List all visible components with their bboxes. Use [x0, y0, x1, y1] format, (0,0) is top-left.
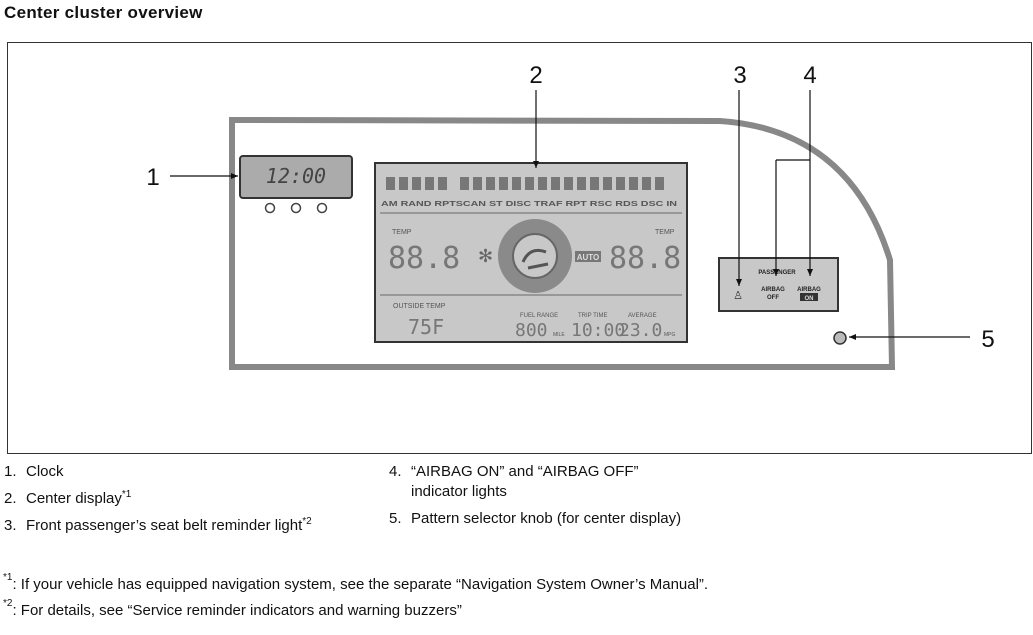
legend-right: 4. “AIRBAG ON” and “AIRBAG OFF” indicato… [389, 462, 689, 529]
legend-text: Center display [26, 490, 122, 507]
clock-time: 12:00 [266, 164, 326, 188]
outside-temp-label: OUTSIDE TEMP [393, 303, 446, 310]
fuel-range-label: FUEL RANGE [520, 313, 558, 319]
legend-text: Clock [26, 463, 64, 480]
passenger-label: PASSENGER [758, 270, 796, 276]
legend-item-knob: 5. Pattern selector knob (for center dis… [389, 509, 689, 529]
temp-right-value: 88.8 [609, 241, 681, 276]
airflow-seat-icon [521, 248, 549, 270]
temp-right-label: TEMP [655, 229, 675, 236]
legend-item-airbag-lights: 4. “AIRBAG ON” and “AIRBAG OFF” indicato… [389, 462, 689, 502]
airbag-off-line1: AIRBAG [761, 287, 785, 293]
legend-text: “AIRBAG ON” and “AIRBAG OFF” indicator l… [411, 463, 639, 500]
legend-number: 3. [4, 517, 17, 534]
legend-number: 5. [389, 510, 402, 527]
footnote-text: : For details, see “Service reminder ind… [12, 602, 462, 619]
clock-button-set [316, 202, 328, 214]
auto-label: AUTO [577, 253, 600, 262]
legend-item-center-display: 2. Center display*1 [4, 489, 339, 509]
lcd-mode-row: AM RAND RPTSCAN ST DISC TRAF RPT RSC RDS… [381, 201, 677, 208]
callout-5: 5 [981, 326, 994, 353]
footnote-ref: *2 [302, 516, 312, 527]
legend-item-seatbelt-light: 3. Front passenger’s seat belt reminder … [4, 516, 339, 536]
footnote-ref: *1 [121, 489, 132, 500]
callout-3: 3 [733, 62, 746, 89]
temp-left-value: 88.8 [388, 241, 460, 276]
clock-button-m [290, 202, 302, 214]
callout-4: 4 [803, 62, 816, 89]
average-unit: MPG [664, 332, 676, 338]
footnote-2: *2: For details, see “Service reminder i… [3, 598, 462, 619]
airbag-off-line2: OFF [767, 295, 779, 301]
legend-number: 2. [4, 490, 17, 507]
trip-time-value: 10:00 [571, 320, 625, 341]
fuel-range-unit: MILE [553, 332, 565, 338]
page-title: Center cluster overview [4, 3, 203, 22]
auto-badge [575, 251, 601, 262]
callout-1: 1 [146, 164, 159, 191]
airbag-on-line1: AIRBAG [797, 287, 821, 293]
seatbelt-reminder-icon: ♙ [733, 290, 743, 302]
footnote-mark: *1 [3, 572, 13, 583]
legend-left: 1. Clock 2. Center display*1 3. Front pa… [4, 462, 339, 536]
lcd-segment-row [386, 177, 664, 190]
fuel-range-value: 800 [515, 320, 548, 341]
legend-number: 4. [389, 463, 402, 480]
legend-number: 1. [4, 463, 17, 480]
trip-time-label: TRIP TIME [578, 313, 607, 319]
footnote-mark: *2 [3, 598, 13, 609]
legend-text: Front passenger’s seat belt reminder lig… [26, 517, 303, 534]
clock-display [239, 155, 353, 199]
clock-button-h [264, 202, 276, 214]
temp-left-label: TEMP [392, 229, 412, 236]
footnote-1: *1: If your vehicle has equipped navigat… [3, 572, 709, 593]
average-label: AVERAGE [628, 313, 657, 319]
callout-2: 2 [529, 62, 542, 89]
average-value: 23.0 [619, 320, 662, 341]
cluster-panel-outline [229, 116, 896, 370]
pattern-selector-knob [833, 331, 847, 345]
fan-icon: ✻ [478, 246, 493, 266]
outside-temp-value: 75F [408, 315, 444, 339]
airbag-on-line2: ON [805, 296, 814, 302]
legend-text: Pattern selector knob (for center displa… [411, 510, 682, 527]
legend-item-clock: 1. Clock [4, 462, 339, 482]
center-cluster-diagram: 12:00 AM RAND RPTSCAN ST DISC TRAF RPT R… [146, 62, 995, 370]
airbag-indicator-panel [718, 257, 839, 312]
footnote-text: : If your vehicle has equipped navigatio… [12, 576, 709, 593]
